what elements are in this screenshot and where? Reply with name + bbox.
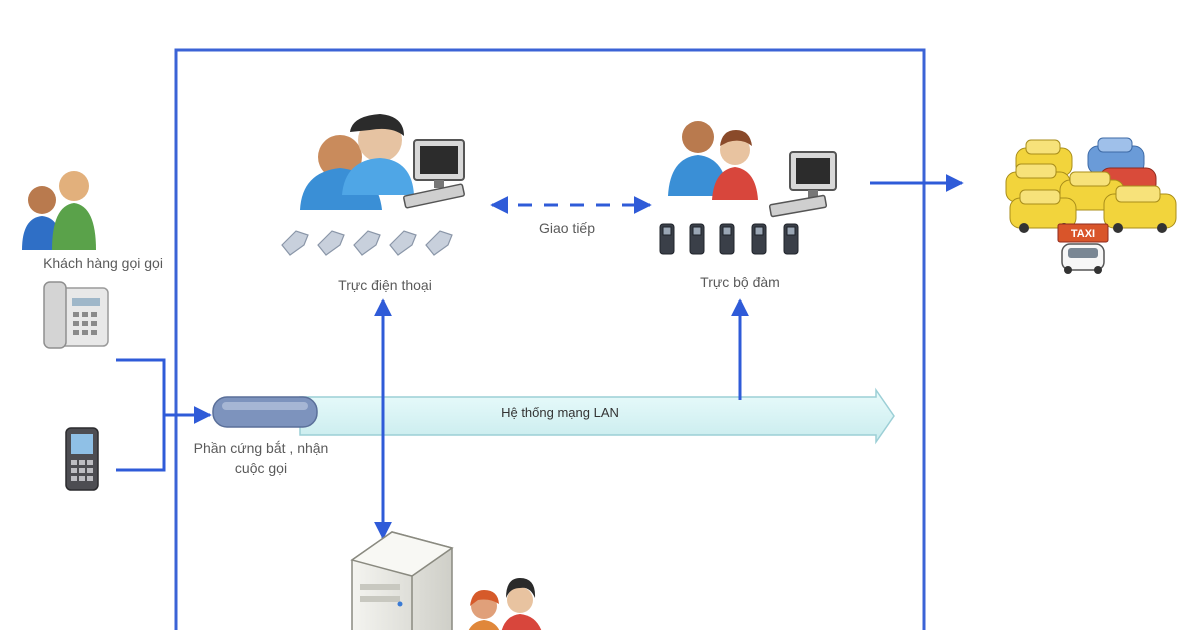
two-people-icon [22,171,96,250]
server-tower-icon [350,531,454,635]
desk-phone-icon [43,281,109,349]
radio-duty-label: Trực bộ đàm [700,274,780,290]
radio-handsets-row [659,223,799,255]
router-device-icon [212,396,318,428]
system-boundary-frame [174,48,926,635]
phone-duty-label: Trực điện thoại [338,277,432,293]
customers-label: Khách hàng gọi gọi [43,255,163,271]
operators-computer-icon [300,114,465,210]
phone-handsets-row [281,230,453,256]
lan-label: Hệ thống mạng LAN [501,405,619,420]
taxi-fleet-icon: TAXI [1005,137,1177,274]
inbound-call-connector [116,358,212,472]
taxi-sign-text: TAXI [1071,228,1095,240]
mobile-phone-icon [65,427,99,491]
lan-network-arrow [299,387,895,445]
dispatchers-computer-icon [668,121,837,218]
admin-people-icon [466,578,543,635]
taxi-sign-icon: TAXI [1057,223,1109,274]
call-hardware-label: Phần cứng bắt , nhận cuộc gọi [193,440,329,476]
communication-label: Giao tiếp [538,220,596,236]
